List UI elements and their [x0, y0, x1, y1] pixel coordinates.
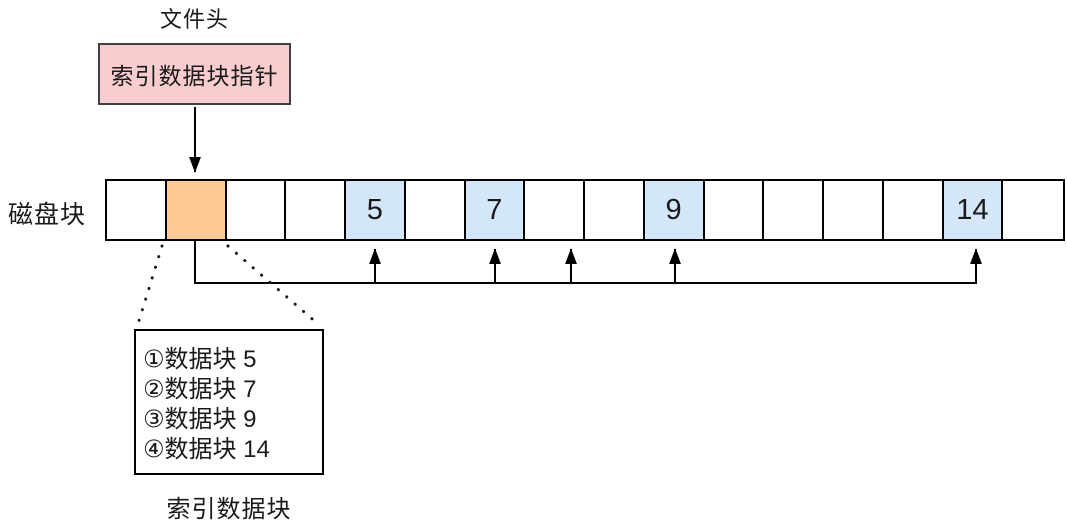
disk-block-cell [704, 181, 765, 239]
index-to-block14-connector [194, 241, 982, 284]
disk-block-cell [525, 181, 585, 239]
disk-block-cell [286, 181, 346, 239]
disk-block-cell [883, 181, 944, 239]
disk-block-cell [764, 181, 824, 239]
index-entry: ③数据块 9 [143, 406, 257, 433]
dotted-line-left [136, 244, 164, 326]
index-block-caption: 索引数据块 [166, 496, 292, 523]
disk-block-row: 5 7 9 14 [105, 179, 1065, 241]
disk-block-cell: 9 [644, 181, 705, 239]
index-pointer-label: 索引数据块指针 [110, 63, 279, 89]
index-entry: ①数据块 5 [143, 346, 257, 373]
disk-block-cell [824, 181, 884, 239]
disk-block-cell: 7 [465, 181, 526, 239]
disk-row-label: 磁盘块 [8, 201, 87, 229]
disk-block-cell: 5 [346, 181, 406, 239]
disk-block-cell [585, 181, 645, 239]
index-entry: ④数据块 14 [143, 436, 270, 463]
file-header-label: 文件头 [159, 7, 229, 32]
index-pointer-box: 索引数据块指针 [98, 43, 291, 105]
disk-block-cell [405, 181, 466, 239]
disk-block-cell [107, 181, 167, 239]
disk-block-cell: 14 [943, 181, 1004, 239]
disk-block-cell [1003, 181, 1063, 239]
index-block-box: ①数据块 5 ②数据块 7 ③数据块 9 ④数据块 14 [134, 329, 324, 475]
disk-block-cell [226, 181, 287, 239]
index-entry: ②数据块 7 [143, 376, 257, 403]
disk-block-cell [166, 181, 227, 239]
dotted-line-right [226, 244, 320, 326]
